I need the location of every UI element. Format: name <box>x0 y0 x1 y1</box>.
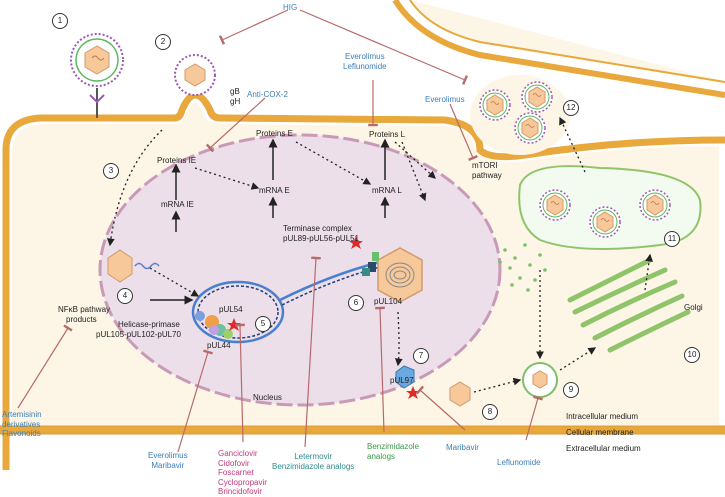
label-pul54: pUL54 <box>219 305 243 314</box>
drug-leflunomide-line: Leflunomide <box>343 61 387 71</box>
label-proteins-l: Proteins L <box>369 130 406 139</box>
label-intracellular: Intracellular medium <box>566 412 639 421</box>
step-6: 6 <box>348 295 364 311</box>
drug-letermovir-line2: Benzimidazole analogs <box>272 461 355 471</box>
free-virion <box>70 33 124 118</box>
drug-everolimus-leflunomide: Everolimus Leflunomide <box>343 52 387 71</box>
label-mrna-l: mRNA L <box>372 186 402 195</box>
terminase-inhibition-star <box>349 236 363 249</box>
label-nucleus: Nucleus <box>253 393 282 402</box>
drug-cidofovir: Cidofovir <box>218 458 250 468</box>
drug-benzimidazole-line1: Benzimidazole <box>367 442 420 451</box>
golgi-apparatus <box>567 257 691 353</box>
step-5: 5 <box>255 316 271 332</box>
label-helicase-genes: pUL105-pUL102-pUL70 <box>96 330 181 339</box>
step-2: 2 <box>155 34 171 50</box>
neighbor-cell-membrane <box>392 0 725 98</box>
label-mrna-ie: mRNA IE <box>161 200 194 209</box>
drug-artemisinin-line3: Flavonoids <box>2 429 41 438</box>
step-11: 11 <box>664 231 680 247</box>
step-7: 7 <box>413 348 429 364</box>
drug-foscarnet: Foscarnet <box>218 468 254 477</box>
label-proteins-ie: Proteins IE <box>157 156 197 165</box>
cell-membrane <box>2 91 725 470</box>
drug-brincidofovir: Brincidofovir <box>218 487 263 496</box>
label-mtor-1: mTORI <box>472 161 498 170</box>
drug-artemisinin-line1: Artemisinin <box>2 410 42 419</box>
drug-benzimidazole-line2: analogs <box>367 451 396 461</box>
assembly-vacuole <box>518 165 702 250</box>
label-helicase: Helicase-primase <box>118 320 180 329</box>
label-terminase: Terminase complex <box>283 224 352 233</box>
drug-artemisinin-line2: derivatives <box>2 419 41 429</box>
label-gh: gH <box>230 97 241 106</box>
label-mtor-2: pathway <box>472 171 502 180</box>
capsid-at-pore <box>107 249 160 283</box>
drug-ganciclovir: Ganciclovir <box>218 449 258 458</box>
label-gb: gB <box>230 87 240 96</box>
step-4: 4 <box>117 288 133 304</box>
label-terminase-genes: pUL89-pUL56-pUL51 <box>283 234 360 243</box>
label-nfkb-2: products <box>66 315 97 324</box>
step-12: 12 <box>563 100 579 116</box>
label-nfkb-1: NFκB pathway <box>58 305 111 314</box>
viral-dna-replication <box>191 260 381 344</box>
label-membrane: Cellular membrane <box>566 428 634 437</box>
step-9: 9 <box>563 382 579 398</box>
drug-maribavir: Maribavir <box>446 443 479 452</box>
drug-anti-cox2: Anti-COX-2 <box>247 90 288 99</box>
label-proteins-e: Proteins E <box>256 129 293 138</box>
drug-cyclopropavir: Cyclopropavir <box>218 477 267 487</box>
drug-benzimidazole: Benzimidazole analogs <box>367 442 419 461</box>
nucleus <box>98 133 502 407</box>
label-pul97: pUL97 <box>390 376 414 385</box>
capsid-packaging <box>362 247 423 303</box>
label-golgi: Golgi <box>684 303 703 312</box>
drug-leflunomide: Leflunomide <box>497 458 541 467</box>
drug-ganciclovir-group: Ganciclovir Cidofovir Foscarnet Cyclopro… <box>218 449 267 497</box>
drug-everolimus-top: Everolimus <box>425 95 465 104</box>
drug-artemisinin: Artemisinin derivatives Flavonoids <box>2 410 42 439</box>
drug-everolimus-line: Everolimus <box>345 52 385 61</box>
drug-letermovir-line1: Letermovir <box>294 452 333 461</box>
label-mrna-e: mRNA E <box>259 186 290 195</box>
label-pul104: pUL104 <box>374 297 403 306</box>
pul54-inhibition-star <box>227 318 241 331</box>
step-8: 8 <box>482 404 498 420</box>
pul97-inhibition-star <box>406 386 420 399</box>
drug-hig: HIG <box>283 3 298 12</box>
vesicle-dots <box>498 243 547 292</box>
label-pul44: pUL44 <box>207 341 231 350</box>
drug-everolimus-maribavir-line2: Maribavir <box>151 460 185 470</box>
step-10: 10 <box>684 347 700 363</box>
drug-letermovir: Letermovir Benzimidazole analogs <box>272 452 354 471</box>
step-3: 3 <box>103 163 119 179</box>
drug-everolimus-maribavir-line1: Everolimus <box>148 451 188 460</box>
pul97-kinase <box>395 365 415 389</box>
entry-virion <box>174 54 216 96</box>
label-extracellular: Extracellular medium <box>566 444 641 453</box>
drug-everolimus-maribavir: Everolimus Maribavir <box>148 451 188 470</box>
step-1: 1 <box>52 13 68 29</box>
